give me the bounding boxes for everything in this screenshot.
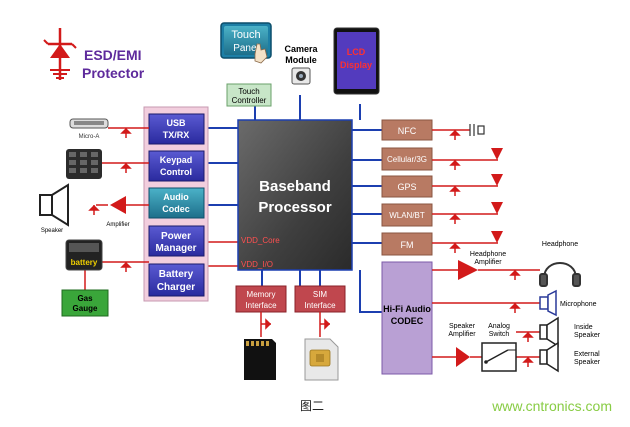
memory-line1: Memory xyxy=(247,290,276,299)
memory-card-icon xyxy=(244,339,276,380)
battery-label: battery xyxy=(71,258,98,267)
watermark: www.cntronics.com xyxy=(491,398,612,414)
camera-line2: Module xyxy=(285,55,317,65)
protector-line1: ESD/EMI xyxy=(84,47,142,63)
bus-wiring xyxy=(207,95,382,313)
camera-line1: Camera xyxy=(284,44,318,54)
power-manager-block: Power Manager xyxy=(148,225,205,257)
lcd-display: LCD Display xyxy=(333,27,380,95)
bottom-protector-diodes xyxy=(261,318,331,330)
protector-line2: Protector xyxy=(82,65,145,81)
analog-switch-icon xyxy=(481,342,517,372)
battery-icon: battery xyxy=(65,239,103,271)
camera-module: Camera Module xyxy=(284,44,318,85)
right-interface-blocks: NFC Cellular/3G GPS WLAN/BT FM xyxy=(381,119,433,256)
cellular-label: Cellular/3G xyxy=(387,155,427,164)
baseband-line1: Baseband xyxy=(259,178,331,195)
speaker-amplifier-icon xyxy=(456,347,470,367)
protector-legend: ESD/EMI Protector xyxy=(43,28,145,81)
keypad-icon xyxy=(66,149,102,179)
keypad-line1: Keypad xyxy=(160,155,193,165)
wlan-label: WLAN/BT xyxy=(389,211,425,220)
sim-card-icon xyxy=(304,338,339,381)
speaker-amp-line1: Speaker xyxy=(449,323,476,330)
inside-speaker-line1: Inside xyxy=(574,324,593,331)
rf-outputs xyxy=(432,129,498,244)
nfc-coil-icon xyxy=(469,124,485,136)
gas-gauge-block: Gas Gauge xyxy=(61,289,109,317)
vdd-core-label: VDD_Core xyxy=(241,236,280,245)
memory-interface: Memory Interface xyxy=(235,285,287,313)
headphone-amp-line2: Amplifier xyxy=(474,259,502,266)
sim-interface: SIM Interface xyxy=(294,285,346,313)
touch-controller-line2: Controller xyxy=(232,96,267,105)
gas-gauge-line2: Gauge xyxy=(73,304,98,313)
amplifier-icon xyxy=(110,196,126,214)
headphone-label: Headphone xyxy=(542,241,578,248)
power-line1: Power xyxy=(161,231,191,242)
usb-line1: USB xyxy=(166,118,186,128)
usb-port-label: Micro-A xyxy=(79,134,100,140)
speaker-icon xyxy=(39,183,69,227)
battery-charger-line1: Battery xyxy=(159,269,194,280)
antenna-icons xyxy=(491,148,503,243)
vdd-io-label: VDD_I/O xyxy=(241,260,273,269)
external-speaker-icon xyxy=(539,341,559,373)
nfc-label: NFC xyxy=(398,126,417,136)
left-protector-diodes xyxy=(88,127,132,272)
headphone-amp-line1: Headphone xyxy=(470,251,506,258)
speaker-label: Speaker xyxy=(41,228,63,234)
sim-line2: Interface xyxy=(304,301,336,310)
audio-codec-block: Audio Codec xyxy=(148,187,205,219)
keypad-line2: Control xyxy=(160,167,192,177)
touch-panel: Touch Panel xyxy=(220,22,272,64)
hand-pointer-icon xyxy=(254,43,268,64)
baseband-line2: Processor xyxy=(258,199,332,216)
external-speaker-line1: External xyxy=(574,351,600,358)
power-line2: Manager xyxy=(155,243,196,254)
lcd-line1: LCD xyxy=(347,47,366,57)
baseband-processor: Baseband Processor VDD_Core VDD_I/O xyxy=(237,119,353,271)
sim-line1: SIM xyxy=(313,290,328,299)
inside-speaker-line2: Speaker xyxy=(574,332,601,339)
inside-speaker-icon xyxy=(539,316,559,348)
keypad-block: Keypad Control xyxy=(148,150,205,182)
usb-line2: TX/RX xyxy=(163,130,190,140)
power-wiring xyxy=(207,241,238,267)
external-speaker-line2: Speaker xyxy=(574,359,601,366)
microphone-icon xyxy=(539,289,557,317)
analog-switch-line1: Analog xyxy=(488,323,510,330)
touch-controller-line1: Touch xyxy=(238,87,259,96)
audio-line2: Codec xyxy=(162,204,190,214)
audio-line1: Audio xyxy=(163,192,189,202)
memory-line2: Interface xyxy=(245,301,277,310)
touch-panel-line2: Panel xyxy=(233,43,259,54)
touch-panel-line1: Touch xyxy=(231,29,260,41)
headphone-amplifier-icon xyxy=(458,260,478,280)
audio-protector-diodes xyxy=(509,269,534,367)
rf-protector-diodes xyxy=(449,129,461,253)
microphone-label: Microphone xyxy=(560,301,597,308)
battery-charger-block: Battery Charger xyxy=(148,263,205,297)
hifi-line1: Hi-Fi Audio xyxy=(383,304,431,314)
amplifier-label: Amplifier xyxy=(106,222,129,228)
speaker-amp-line2: Amplifier xyxy=(448,331,476,338)
analog-switch-line2: Switch xyxy=(489,331,510,338)
gps-label: GPS xyxy=(397,182,416,192)
hifi-codec: Hi-Fi Audio CODEC xyxy=(381,261,433,375)
lcd-line2: Display xyxy=(340,60,372,70)
tvs-diode-icon xyxy=(43,28,77,80)
touch-controller: Touch Controller xyxy=(226,83,272,107)
gas-gauge-line1: Gas xyxy=(77,294,93,303)
hifi-line2: CODEC xyxy=(391,316,424,326)
figure-caption: 图二 xyxy=(300,399,324,413)
usb-port-icon: Micro-A xyxy=(69,118,109,140)
battery-charger-line2: Charger xyxy=(157,282,195,293)
usb-block: USB TX/RX xyxy=(148,113,205,145)
headphone-icon xyxy=(539,262,581,287)
fm-label: FM xyxy=(401,240,414,250)
